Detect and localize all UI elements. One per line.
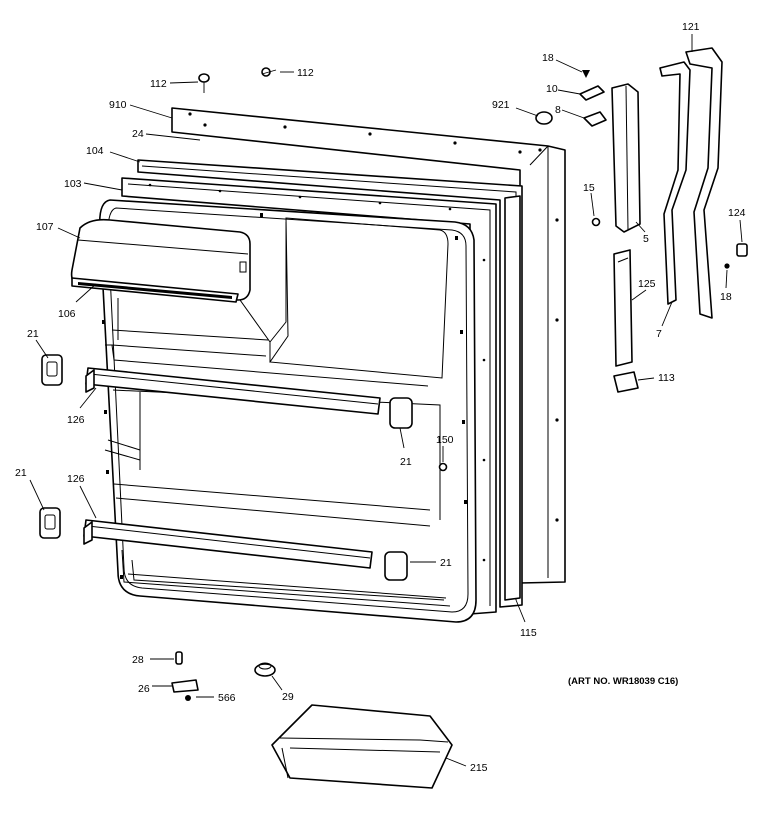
callout-21-left-upper: 21 (27, 328, 39, 340)
callout-8: 8 (555, 104, 561, 116)
cap-921 (535, 111, 553, 125)
part-113 (613, 371, 639, 393)
door-bin-215 (271, 704, 453, 789)
rail-end-cap-right-upper (389, 397, 413, 429)
callout-labels: 112 112 910 24 104 103 107 106 21 126 21… (15, 21, 746, 774)
callout-7: 7 (656, 328, 662, 340)
callout-910: 910 (109, 99, 127, 111)
door-gasket (137, 159, 523, 608)
screw-112-a (198, 73, 210, 93)
part-124 (736, 243, 748, 257)
callout-215: 215 (470, 762, 488, 774)
callout-121: 121 (682, 21, 700, 33)
callout-126-upper: 126 (67, 414, 85, 426)
hinge-bracket-5 (611, 83, 641, 233)
door-shelf-rail-lower (83, 519, 373, 569)
plate-26 (171, 679, 199, 693)
callout-29: 29 (282, 691, 294, 703)
screw-18-right (724, 263, 730, 269)
screw-15 (591, 217, 601, 227)
callout-112-a: 112 (150, 78, 167, 90)
hinge-arm-7 (659, 61, 691, 305)
callout-21-right-upper: 21 (400, 456, 412, 468)
rail-end-cap-left-upper (41, 354, 63, 386)
screw-112-b (261, 67, 277, 77)
rail-end-cap-left-lower (39, 507, 61, 539)
callout-24: 24 (132, 128, 144, 140)
callout-5: 5 (643, 233, 649, 245)
screw-566 (185, 695, 191, 701)
art-number: (ART NO. WR18039 C16) (568, 676, 678, 687)
bushing-8 (583, 111, 607, 127)
callout-104: 104 (86, 145, 104, 157)
callout-18-right: 18 (720, 291, 732, 303)
callout-21-right-lower: 21 (440, 557, 452, 569)
callout-113: 113 (658, 372, 675, 384)
hinge-121 (685, 47, 723, 319)
callout-26: 26 (138, 683, 150, 695)
screw-150 (438, 462, 448, 472)
callout-18-top: 18 (542, 52, 554, 64)
dairy-compartment-door (70, 218, 251, 303)
callout-125: 125 (638, 278, 656, 290)
leader-lines (29, 34, 743, 767)
callout-566: 566 (218, 692, 236, 704)
screw-18-top (582, 70, 590, 78)
rail-end-cap-right-lower (384, 551, 408, 581)
callout-103: 103 (64, 178, 82, 190)
callout-28: 28 (132, 654, 144, 666)
cap-29 (254, 662, 276, 677)
callout-107: 107 (36, 221, 54, 233)
callout-115: 115 (520, 627, 537, 639)
callout-106: 106 (58, 308, 76, 320)
callout-150: 150 (436, 434, 454, 446)
door-shelf-rail-upper (85, 367, 381, 415)
part-28 (175, 651, 183, 665)
bushing-10 (579, 85, 605, 101)
outer-door-panel (171, 107, 566, 584)
callout-921: 921 (492, 99, 510, 111)
callout-112-b: 112 (297, 67, 314, 79)
bracket-125 (613, 249, 633, 367)
callout-124: 124 (728, 207, 746, 219)
callout-15: 15 (583, 182, 595, 194)
callout-21-left-lower: 21 (15, 467, 27, 479)
callout-10: 10 (546, 83, 558, 95)
callout-126-lower: 126 (67, 473, 85, 485)
